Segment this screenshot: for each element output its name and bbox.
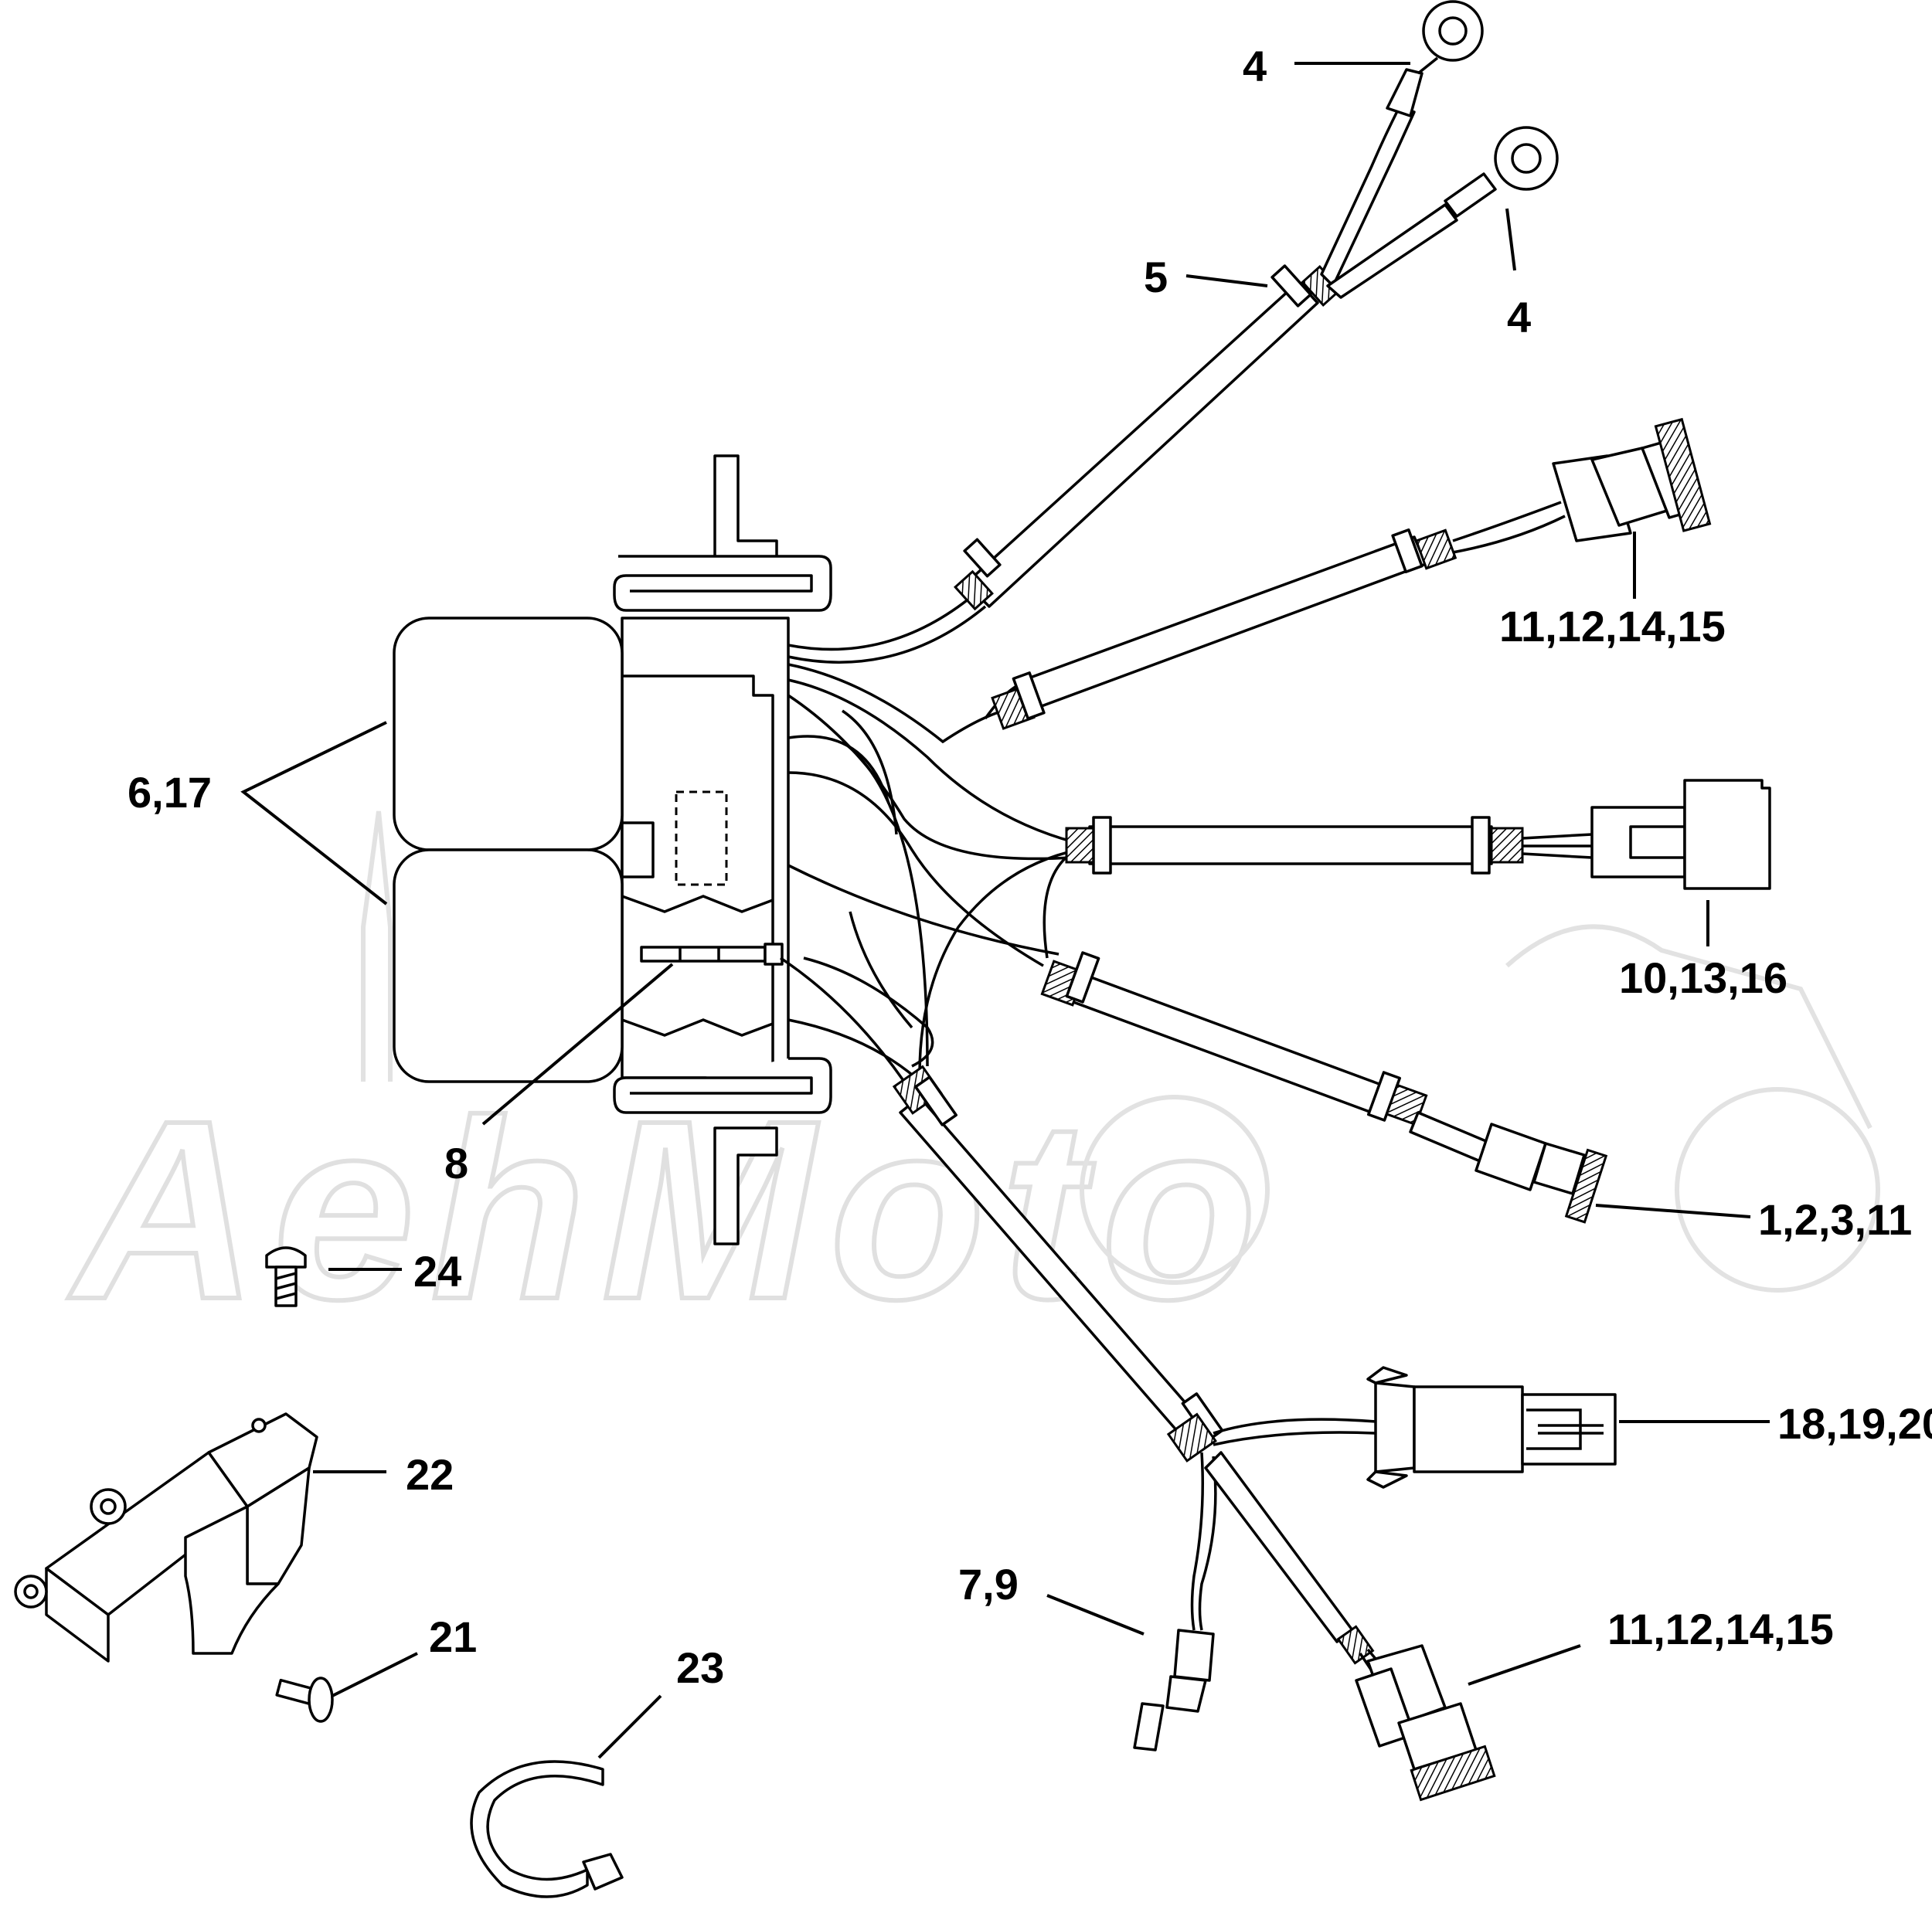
leader-c2: [1505, 208, 1516, 271]
connector-housing-18: [1374, 1381, 1416, 1473]
screw-24-head: [265, 1246, 307, 1269]
callout-10-13-16: 10,13,16: [1619, 953, 1787, 1002]
box-cutaway-top: [621, 895, 774, 913]
lower-bracket: [613, 1057, 832, 1114]
callout-7-9: 7,9: [958, 1560, 1019, 1609]
harness-sleeve-1: [964, 280, 1319, 608]
relay-module-upper: [393, 617, 624, 851]
callout-21: 21: [429, 1612, 477, 1661]
branch-lower-harness: [892, 1065, 1617, 1802]
leader-lines: [240, 62, 1770, 1759]
fuse-end-cap: [764, 943, 784, 966]
callout-1-2-3-11: 1,2,3,11: [1758, 1195, 1912, 1244]
leader-c5: [240, 721, 388, 905]
watermark-wheel-front: [1080, 1095, 1270, 1285]
callout-4a: 4: [1243, 42, 1267, 90]
wire-4: [1409, 1111, 1493, 1164]
clamp-23-band: [470, 1760, 604, 1898]
top-mount-tab: [713, 454, 778, 569]
callout-24: 24: [413, 1247, 461, 1296]
harness-tape-1a: [954, 569, 994, 611]
screw-21: [275, 1677, 334, 1723]
ring-wire-a: [1320, 107, 1416, 287]
callout-4b: 4: [1507, 293, 1531, 341]
clamp-23: [470, 1760, 624, 1898]
sleeve-band-3b: [1471, 816, 1491, 875]
callout-18-19-20: 18,19,20: [1777, 1399, 1932, 1448]
ring-terminal-b-hole: [1511, 143, 1542, 174]
internal-wires: [780, 593, 1079, 1083]
watermark-spire: [361, 810, 393, 1082]
relay-clip: [621, 821, 655, 878]
sleeve-band-3a: [1092, 816, 1112, 875]
callout-5: 5: [1144, 253, 1168, 301]
bracket-22: [14, 1412, 318, 1663]
callout-22: 22: [406, 1450, 454, 1499]
sleeve-band-1a: [963, 538, 1002, 578]
connector-housing-4: [1475, 1123, 1547, 1191]
sleeve-band-2b: [1391, 528, 1423, 574]
leader-c14: [1468, 1644, 1581, 1686]
connector-thread-2: [1654, 417, 1712, 532]
watermark-motorcycle: [1505, 924, 1872, 1130]
branch-ring-terminals: [954, 0, 1559, 611]
ring-wire-b: [1326, 203, 1458, 299]
spade-blade: [1133, 1702, 1165, 1751]
harness-sleeve-3: [1088, 825, 1493, 865]
bracket-22-front: [45, 1567, 110, 1663]
sleeve-band-4a: [1065, 951, 1100, 1004]
branch-upper-round-connector: [984, 417, 1712, 730]
harness-sleeve-2: [1022, 535, 1427, 708]
branch-lower-round-connector: [1040, 951, 1608, 1224]
clamp-23-latch: [582, 1853, 624, 1891]
sleeve-band-5a: [914, 1075, 957, 1126]
callout-11-12-14-15-lower: 11,12,14,15: [1607, 1605, 1834, 1653]
ring-crimp-a: [1386, 68, 1423, 117]
connector-plug-18: [1521, 1393, 1617, 1466]
bottom-mount-tab: [713, 1126, 778, 1245]
branch-rect-connector: [1065, 779, 1771, 890]
sleeve-band-2a: [1012, 671, 1046, 720]
ring-crimp-b: [1444, 172, 1497, 218]
connector-body-18: [1413, 1385, 1524, 1473]
sleeve-band-1b: [1270, 264, 1312, 307]
bracket-22-leg: [184, 1505, 280, 1655]
box-cutaway-bottom: [621, 1018, 774, 1037]
callouts: 4 4 5 11,12,14,15 6,17 10,13,16 8 1,2,3,…: [128, 42, 1932, 1692]
junction-box: [393, 454, 832, 1245]
connector-body-3: [1683, 779, 1771, 890]
upper-bracket: [613, 555, 832, 612]
spade-insulator: [1173, 1629, 1215, 1682]
ring-terminal-a-hole: [1438, 16, 1468, 46]
callout-8: 8: [444, 1139, 468, 1187]
screw-21-head: [308, 1677, 334, 1723]
connector-thread-4: [1564, 1148, 1608, 1224]
box-divider: [622, 674, 774, 1078]
harness-tape-5b: [1166, 1412, 1217, 1463]
callout-23: 23: [676, 1643, 724, 1692]
leader-c15: [597, 1694, 662, 1759]
screw-24: [265, 1246, 307, 1307]
internal-component-hidden: [675, 790, 728, 886]
relay-module-lower: [393, 848, 624, 1083]
fuse-terminal-strip: [640, 946, 767, 963]
wire-lower-round: [1204, 1451, 1354, 1643]
leader-c7: [481, 963, 674, 1126]
leader-c12: [1046, 1594, 1145, 1636]
harness-tape-2b: [1414, 528, 1458, 570]
watermark-wheel-rear: [1675, 1087, 1880, 1293]
leader-c8: [1595, 1204, 1751, 1218]
leader-c3: [1185, 274, 1268, 287]
callout-6-17: 6,17: [128, 768, 212, 817]
connector-thread-lr: [1410, 1745, 1496, 1802]
leader-c13: [332, 1652, 418, 1697]
spade-crimp: [1165, 1675, 1207, 1713]
callout-11-12-14-15-upper: 11,12,14,15: [1499, 602, 1726, 651]
harness-tape-3b: [1490, 827, 1524, 864]
